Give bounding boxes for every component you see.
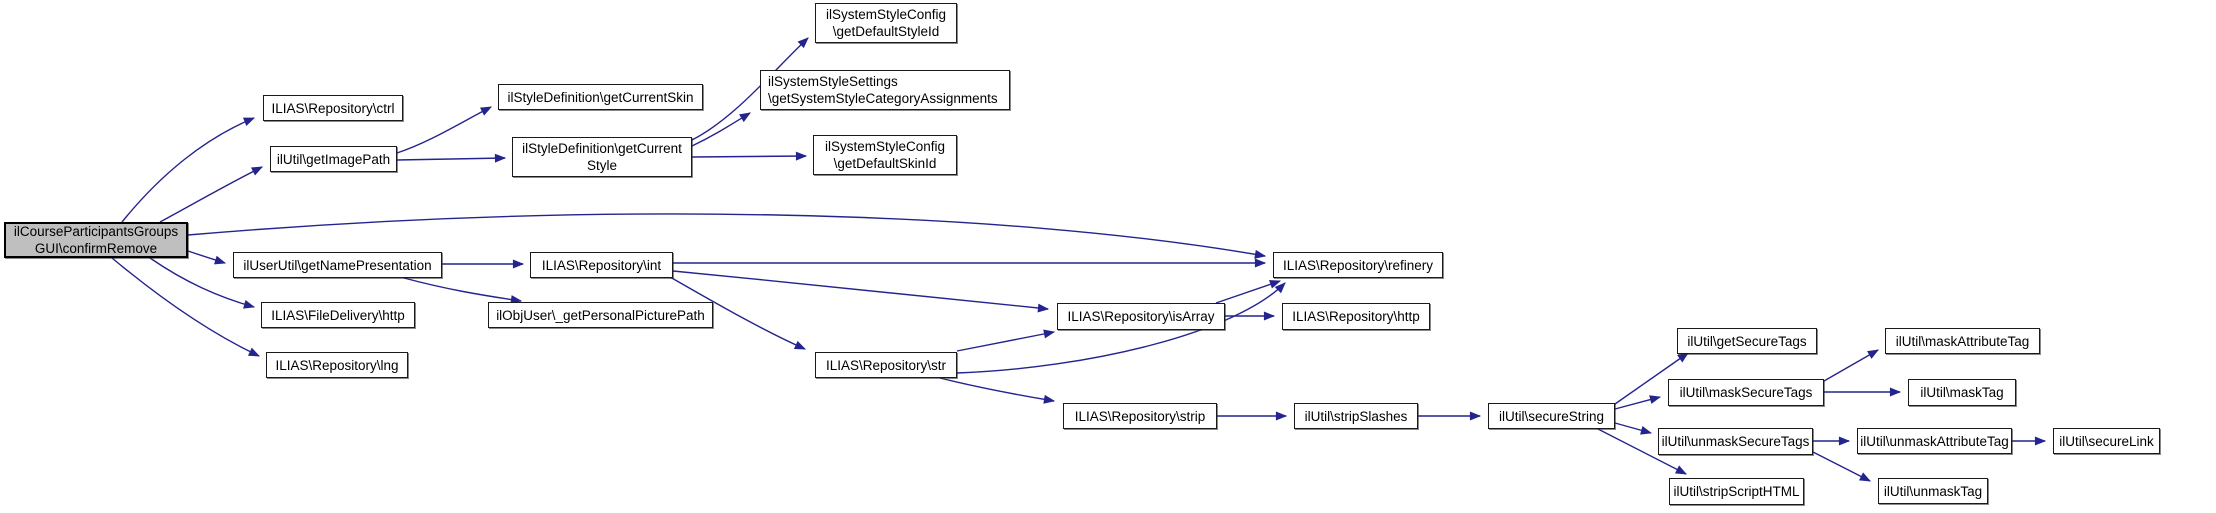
- edge-confirmRemove-to-getImagePath: [159, 166, 264, 223]
- node-repositoryHttp[interactable]: ILIAS\Repository\http: [1282, 303, 1430, 330]
- node-unmaskAttributeTag[interactable]: ilUtil\unmaskAttributeTag: [1857, 428, 2012, 454]
- node-getImagePath[interactable]: ilUtil\getImagePath: [270, 146, 397, 172]
- node-lng[interactable]: ILIAS\Repository\lng: [266, 352, 408, 378]
- edge-confirmRemove-to-ctrl: [121, 117, 256, 223]
- edge-int-to-isArray: [672, 270, 1050, 313]
- node-getCurrentStyle[interactable]: ilStyleDefinition\getCurrent Style: [512, 137, 692, 177]
- node-maskAttributeTag[interactable]: ilUtil\maskAttributeTag: [1885, 328, 2040, 354]
- node-getNamePresentation[interactable]: ilUserUtil\getNamePresentation: [233, 252, 442, 278]
- node-ctrl[interactable]: ILIAS\Repository\ctrl: [263, 95, 403, 121]
- edge-isArray-to-refinery: [1215, 280, 1282, 304]
- edge-confirmRemove-to-fileDeliveryHttp: [149, 257, 256, 309]
- edge-maskSecureTags-to-maskAttributeTag: [1823, 349, 1879, 382]
- edge-getImagePath-to-getCurrentStyle: [396, 153, 507, 163]
- node-getSecureTags[interactable]: ilUtil\getSecureTags: [1677, 328, 1817, 354]
- node-unmaskTag[interactable]: ilUtil\unmaskTag: [1878, 478, 1988, 504]
- node-secureLink[interactable]: ilUtil\secureLink: [2053, 428, 2160, 454]
- edge-secureString-to-maskSecureTags: [1614, 395, 1662, 410]
- node-maskSecureTags[interactable]: ilUtil\maskSecureTags: [1668, 379, 1824, 406]
- edge-getCurrentStyle-to-getDefaultSkinId: [691, 151, 808, 161]
- edge-unmaskSecureTags-to-unmaskTag: [1812, 451, 1871, 482]
- node-unmaskSecureTags[interactable]: ilUtil\unmaskSecureTags: [1658, 428, 1813, 455]
- node-getDefaultSkinId[interactable]: ilSystemStyleConfig \getDefaultSkinId: [813, 135, 957, 175]
- node-str[interactable]: ILIAS\Repository\str: [815, 352, 957, 378]
- edge-getImagePath-to-getCurrentSkin: [396, 106, 492, 154]
- edge-getNamePresentation-to-getPersonalPicturePath: [403, 277, 523, 304]
- node-fileDeliveryHttp[interactable]: ILIAS\FileDelivery\http: [261, 302, 415, 328]
- node-confirmRemove[interactable]: ilCourseParticipantsGroups GUI\confirmRe…: [4, 222, 188, 258]
- edge-str-to-refinery: [956, 282, 1286, 374]
- node-refinery[interactable]: ILIAS\Repository\refinery: [1273, 252, 1443, 278]
- edge-getCurrentStyle-to-getSystemStyleCategoryAssignments: [691, 112, 751, 147]
- node-getDefaultStyleId[interactable]: ilSystemStyleConfig \getDefaultStyleId: [815, 3, 957, 43]
- edge-int-to-str: [669, 276, 807, 350]
- edge-confirmRemove-to-refinery: [187, 213, 1267, 259]
- edge-str-to-strip: [939, 377, 1056, 404]
- node-getSystemStyleCategoryAssignments[interactable]: ilSystemStyleSettings \getSystemStyleCat…: [760, 70, 1010, 110]
- edge-str-to-isArray: [956, 329, 1056, 352]
- node-stripSlashes[interactable]: ilUtil\stripSlashes: [1294, 403, 1418, 429]
- edge-secureString-to-unmaskSecureTags: [1614, 422, 1653, 435]
- node-stripScriptHTML[interactable]: ilUtil\stripScriptHTML: [1669, 478, 1804, 505]
- node-maskTag[interactable]: ilUtil\maskTag: [1908, 379, 2016, 406]
- edge-secureString-to-stripScriptHTML: [1597, 428, 1687, 475]
- edge-confirmRemove-to-lng: [111, 257, 261, 357]
- edge-secureString-to-getSecureTags: [1614, 352, 1689, 405]
- node-strip[interactable]: ILIAS\Repository\strip: [1063, 403, 1217, 429]
- edge-getCurrentStyle-to-getDefaultStyleId: [691, 37, 809, 141]
- node-int[interactable]: ILIAS\Repository\int: [530, 252, 673, 278]
- node-secureString[interactable]: ilUtil\secureString: [1488, 403, 1615, 429]
- node-isArray[interactable]: ILIAS\Repository\isArray: [1057, 303, 1225, 330]
- node-getCurrentSkin[interactable]: ilStyleDefinition\getCurrentSkin: [498, 84, 703, 110]
- node-getPersonalPicturePath[interactable]: ilObjUser\_getPersonalPicturePath: [488, 302, 713, 328]
- edge-confirmRemove-to-getNamePresentation: [187, 250, 227, 265]
